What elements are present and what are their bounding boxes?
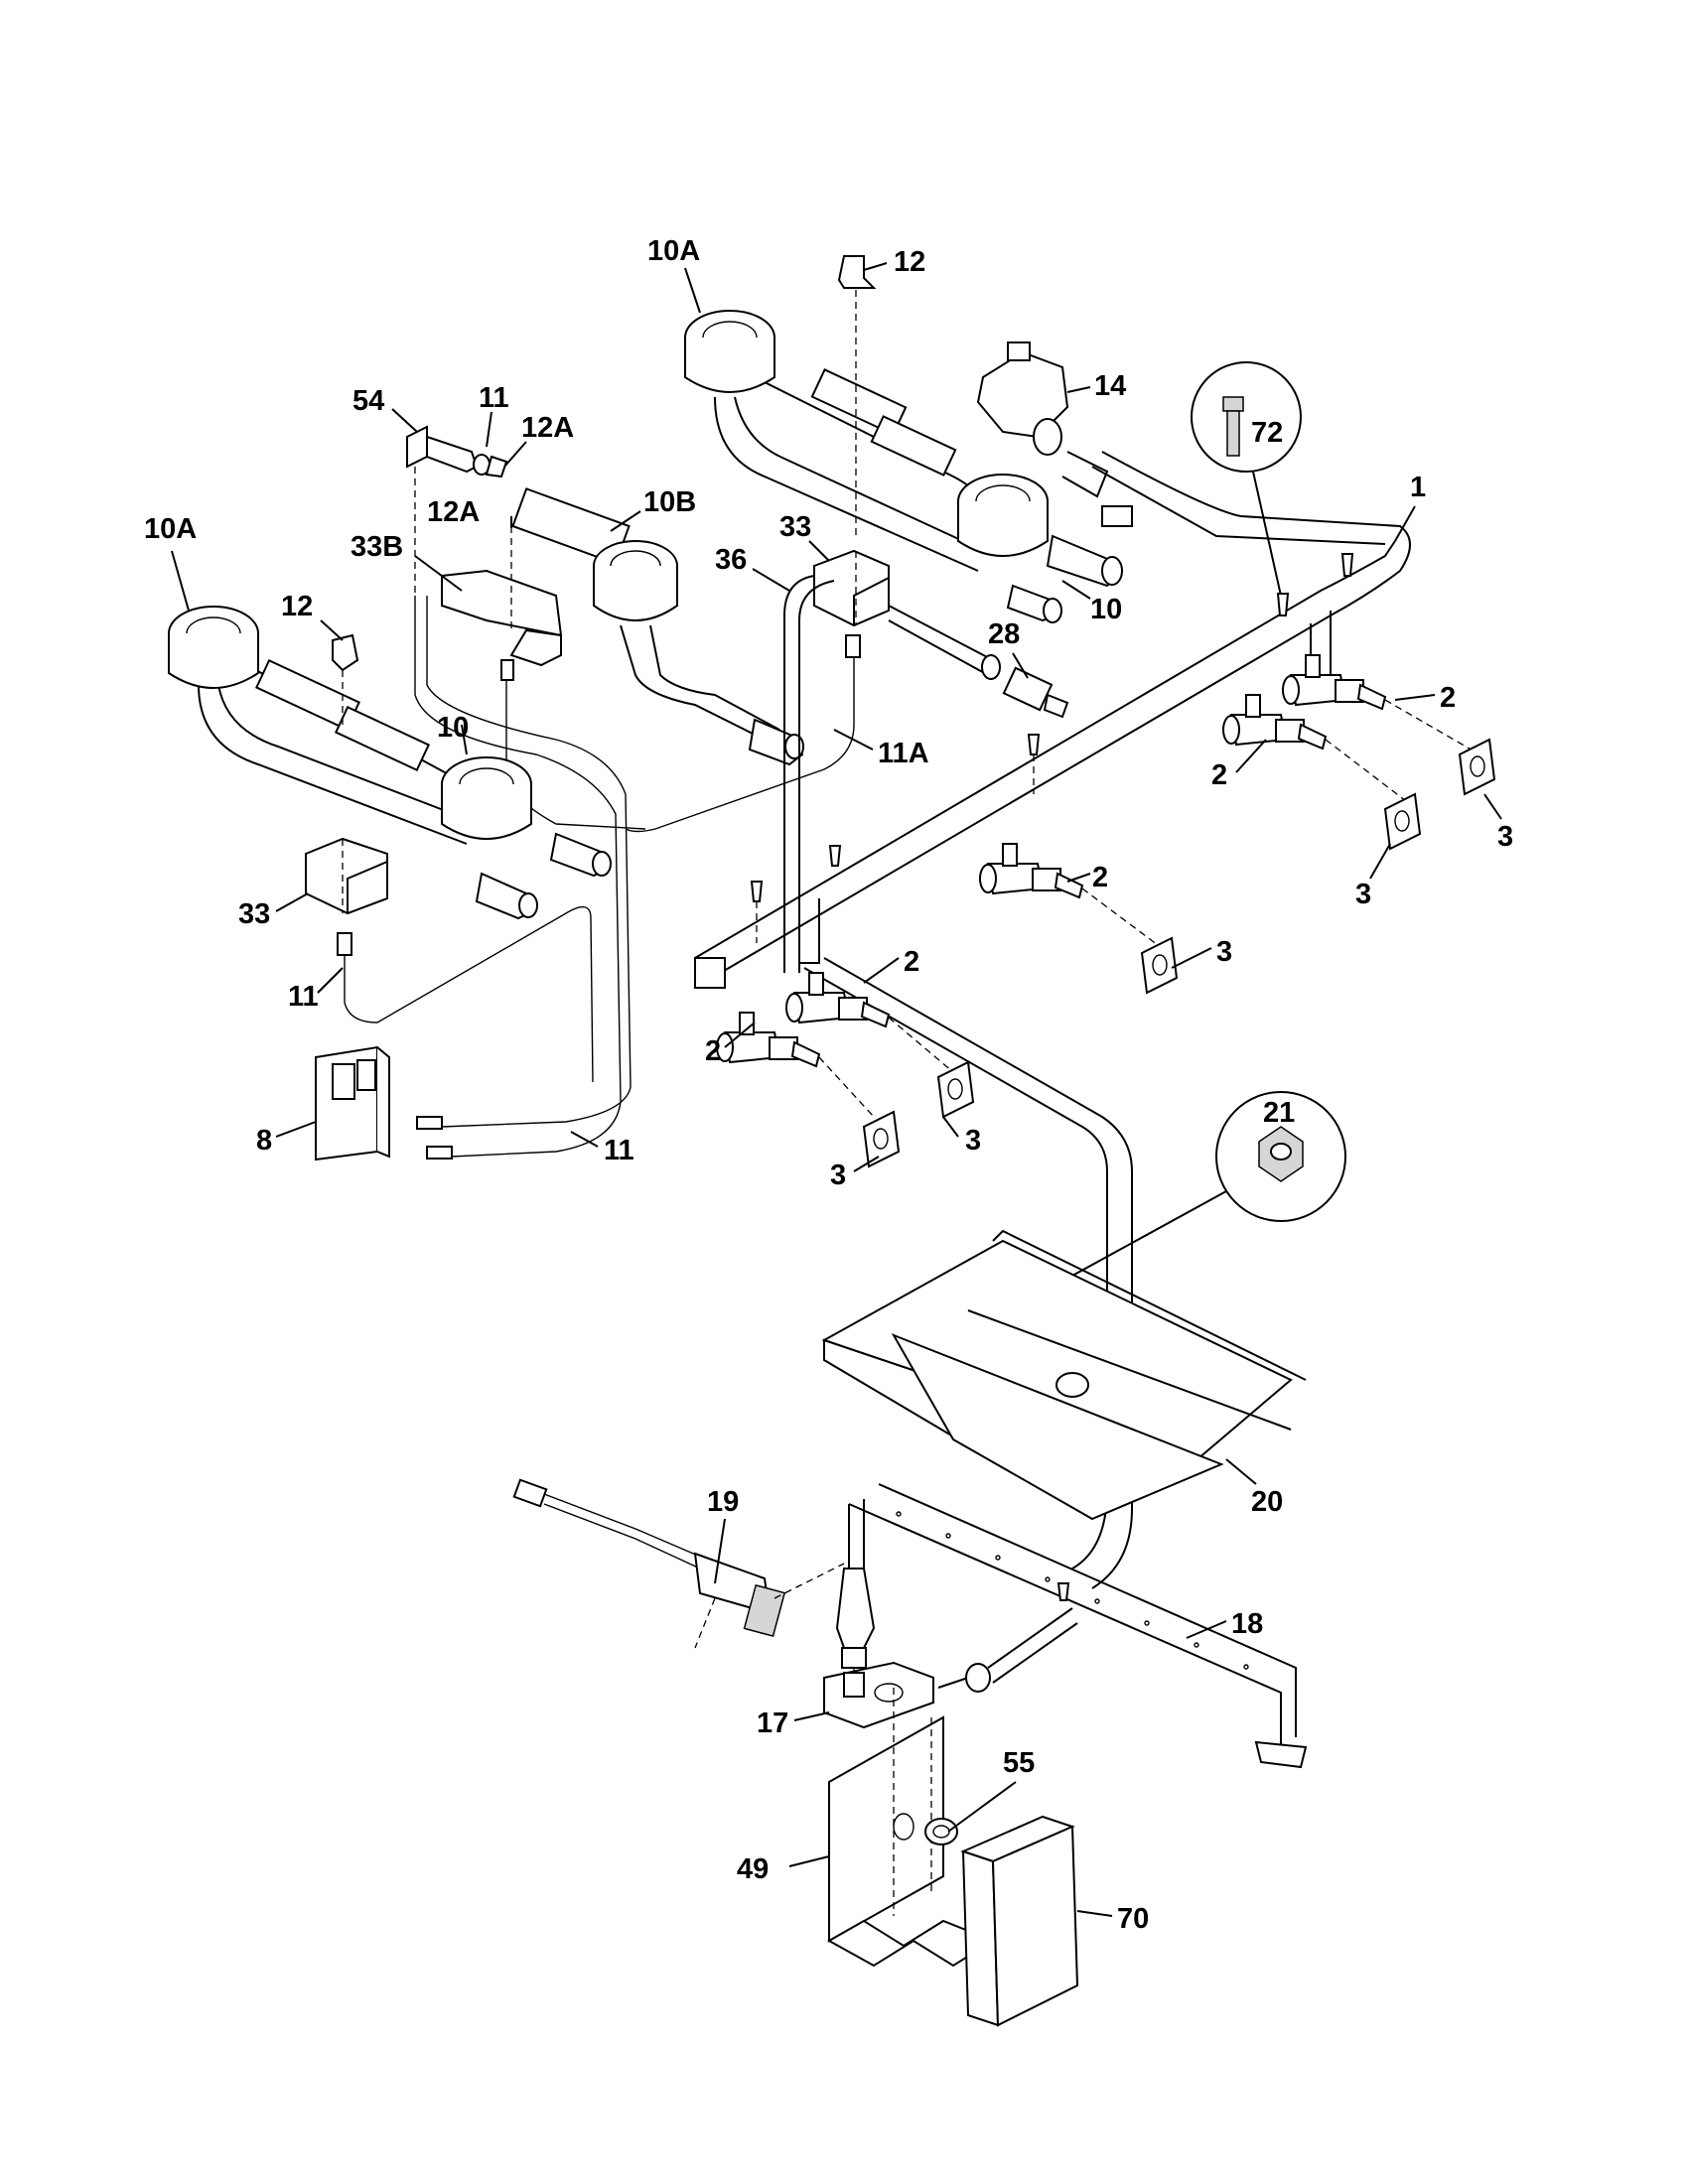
gas-manifold — [694, 451, 1411, 989]
box-70 — [960, 1815, 1079, 2027]
knob-bracket-3-d — [936, 1060, 975, 1119]
bracket-33-mid — [813, 549, 890, 627]
label-3-b: 3 — [1355, 879, 1371, 910]
valve-2-a — [1282, 654, 1480, 755]
broil-burner-18 — [835, 1483, 1308, 1769]
label-11-top: 11 — [479, 382, 509, 414]
label-1: 1 — [1410, 472, 1426, 503]
electrode-54 — [406, 425, 508, 596]
label-49: 49 — [737, 1853, 769, 1885]
label-3-d: 3 — [965, 1125, 981, 1157]
clip-12-top — [837, 255, 877, 536]
spark-module-8 — [315, 1045, 390, 1161]
label-20: 20 — [1251, 1486, 1283, 1518]
burner-assembly-back — [684, 310, 1124, 623]
label-12A-top: 12A — [521, 412, 574, 444]
label-33-left: 33 — [238, 898, 270, 930]
label-17: 17 — [757, 1707, 788, 1739]
callout-72 — [1191, 361, 1302, 616]
label-2-a: 2 — [1440, 682, 1456, 714]
broil-shield-20 — [821, 1229, 1307, 1521]
label-10B: 10B — [643, 486, 696, 518]
label-3-c: 3 — [1216, 936, 1232, 968]
burner-assembly-middle — [511, 487, 804, 766]
label-55: 55 — [1003, 1747, 1035, 1779]
label-10A-top: 10A — [647, 235, 700, 267]
label-2-e: 2 — [705, 1035, 721, 1067]
label-2-c: 2 — [1092, 862, 1108, 893]
label-33-mid: 33 — [779, 511, 811, 543]
valve-2-b — [1222, 694, 1411, 805]
valve-2-d — [785, 972, 954, 1073]
bracket-33-left — [305, 837, 594, 1083]
label-10-right: 10 — [1090, 594, 1122, 625]
pressure-regulator — [976, 341, 1133, 527]
label-10-left: 10 — [437, 712, 469, 744]
knob-bracket-3-b — [1383, 792, 1422, 851]
bracket-33B — [441, 526, 563, 667]
label-11-left: 11 — [288, 981, 319, 1013]
manifold-screws — [750, 734, 1041, 943]
label-21: 21 — [1263, 1097, 1295, 1129]
knob-bracket-3-c — [1140, 936, 1179, 995]
label-54: 54 — [352, 385, 384, 417]
label-3-e: 3 — [830, 1160, 846, 1191]
label-3-a: 3 — [1497, 821, 1513, 853]
label-36: 36 — [715, 544, 747, 576]
label-14: 14 — [1094, 370, 1126, 402]
valve-2-c — [979, 843, 1163, 949]
label-33B: 33B — [351, 531, 403, 563]
label-12A-mid: 12A — [427, 496, 480, 528]
label-19: 19 — [707, 1486, 739, 1518]
label-72: 72 — [1251, 417, 1283, 449]
fitting-55 — [924, 1818, 958, 1845]
knob-bracket-3-e — [862, 1110, 901, 1168]
label-10A-left: 10A — [144, 513, 197, 545]
label-18: 18 — [1231, 1608, 1263, 1640]
broil-valve-17 — [823, 1607, 1078, 1729]
screw-top-right — [1340, 553, 1354, 577]
tube-36 — [783, 575, 835, 973]
leader-lines — [171, 262, 1502, 1917]
valve-28 — [888, 605, 1069, 719]
label-12-top: 12 — [894, 246, 925, 278]
label-12-left: 12 — [281, 591, 313, 622]
ignition-wires — [414, 596, 861, 1160]
clip-12-left — [332, 633, 359, 730]
knob-bracket-3-a — [1458, 738, 1496, 796]
valve-2-e — [716, 1012, 875, 1118]
label-2-d: 2 — [904, 946, 919, 978]
label-11A: 11A — [878, 738, 929, 769]
part-labels: 10A 12 14 72 1 54 11 12A 10B 12A 33B 33 … — [144, 235, 1513, 1935]
label-11-bottom: 11 — [604, 1135, 634, 1166]
label-8: 8 — [256, 1125, 272, 1157]
label-2-b: 2 — [1211, 759, 1227, 791]
label-70: 70 — [1117, 1903, 1149, 1935]
label-28: 28 — [988, 618, 1020, 650]
burner-assembly-left — [168, 606, 612, 920]
igniter-19 — [512, 1478, 845, 1649]
